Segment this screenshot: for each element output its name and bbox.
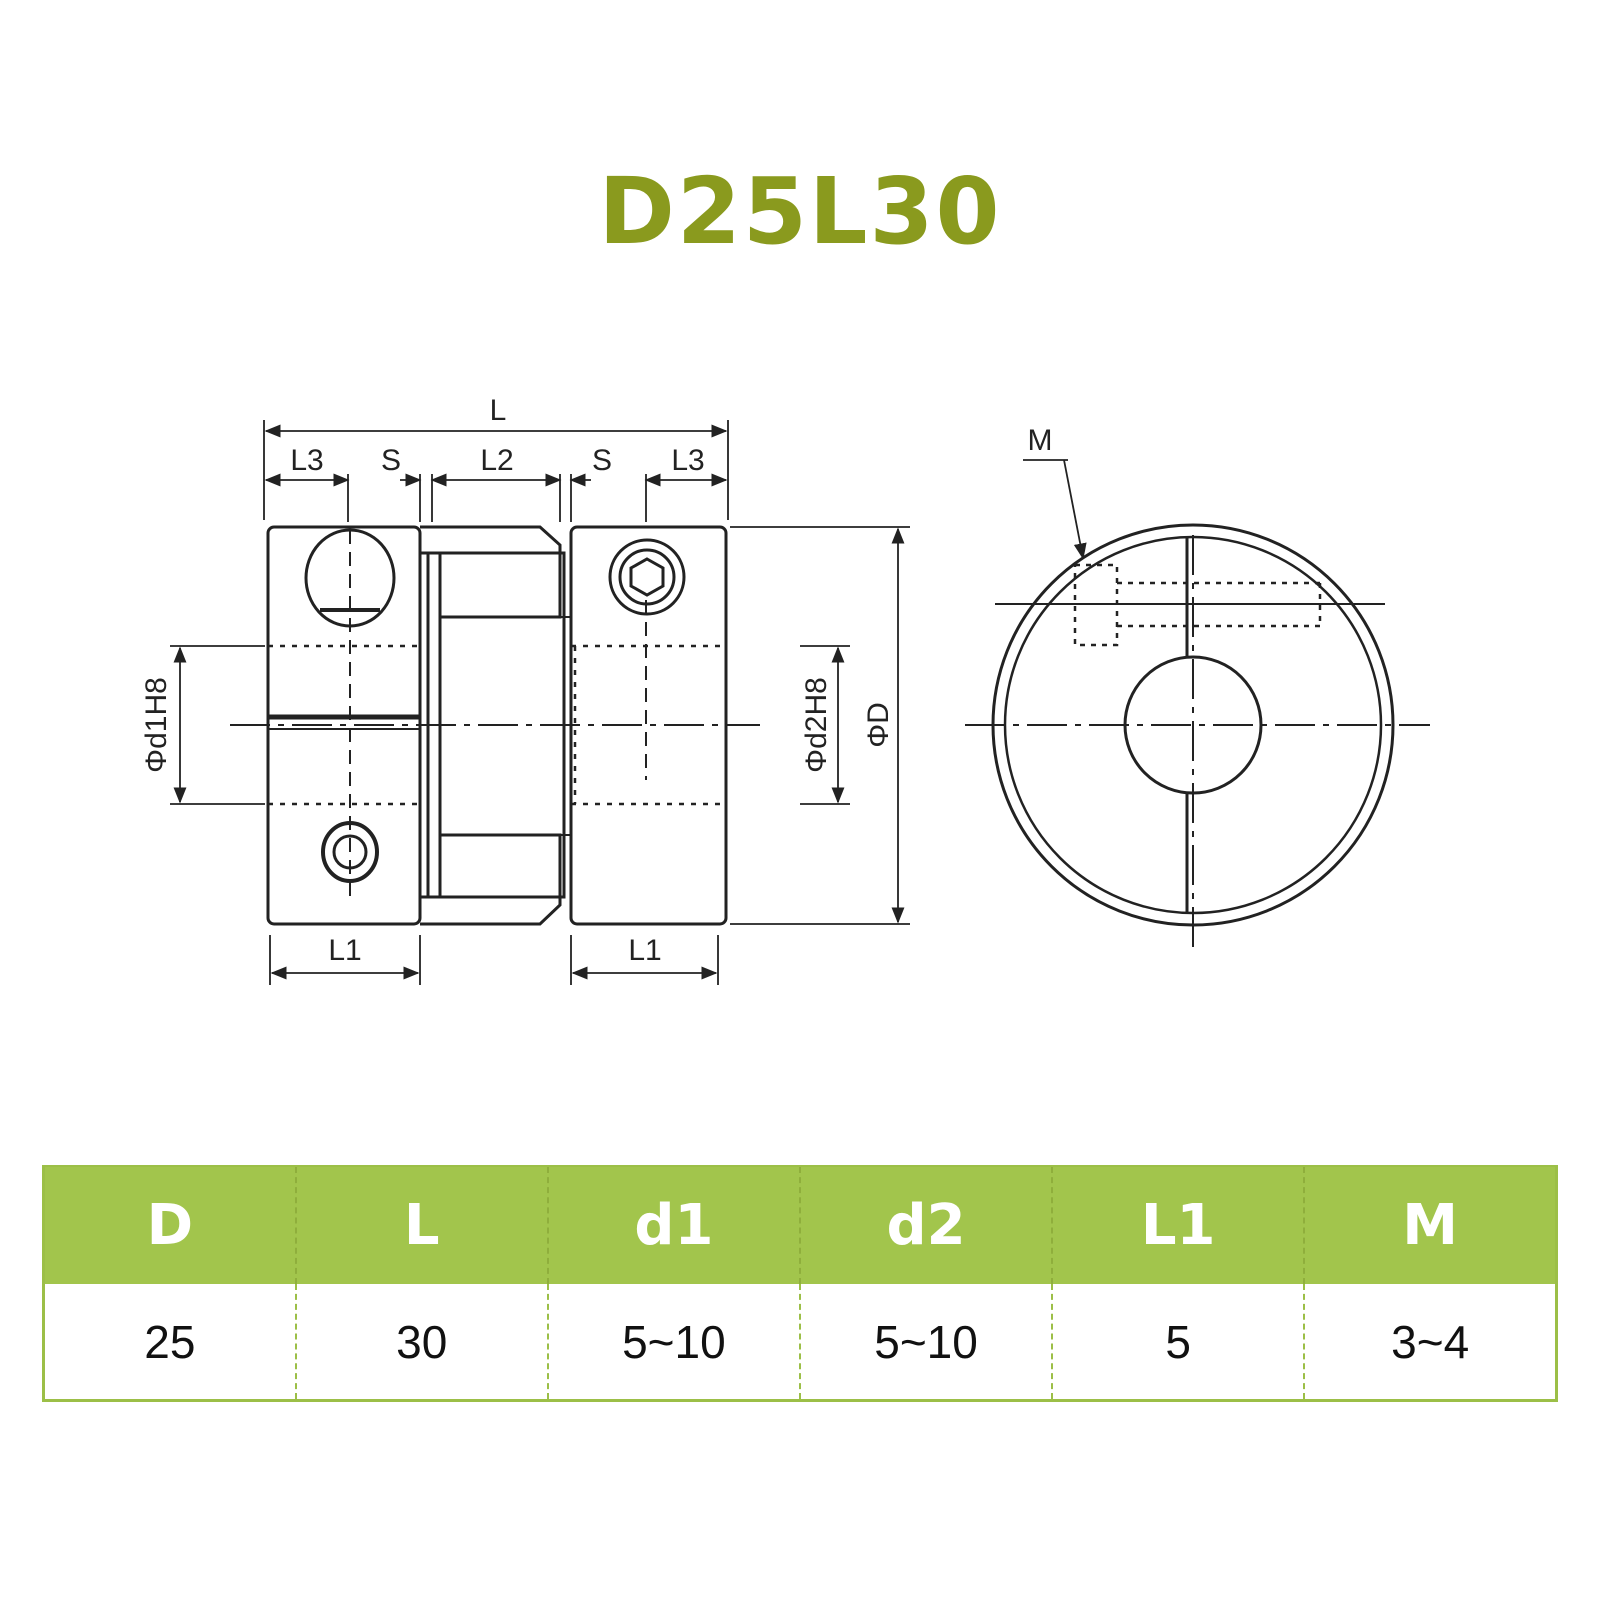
dim-label-L: L [490,394,507,427]
table-header-row: D L d1 d2 L1 M [41,1165,1559,1284]
dim-label-L1-left: L1 [328,934,361,967]
side-dimensions [170,420,910,985]
table-cell: 30 [294,1284,549,1402]
table-header: M [1303,1165,1559,1284]
set-screw [608,538,686,616]
dim-label-L1-right: L1 [628,934,661,967]
dim-label-L3-left: L3 [290,444,323,477]
side-view [230,525,760,926]
table-header: L [294,1165,549,1284]
end-view [965,459,1430,955]
table-header: d2 [798,1165,1054,1284]
table-header: L1 [1051,1165,1306,1284]
spec-table: D L d1 d2 L1 M 25 30 5~10 5~10 5 3~4 [41,1165,1559,1402]
dim-label-d1: Φd1H8 [140,677,173,773]
clamp-screw-hole [321,821,379,883]
table-cell: 5~10 [546,1284,801,1402]
dim-label-L2: L2 [480,444,513,477]
table-cell: 3~4 [1303,1284,1559,1402]
dim-label-M: M [1028,424,1053,457]
dim-label-S-left: S [381,444,401,477]
page-title: D25L30 [598,158,1002,265]
hex-socket [629,557,665,597]
clamp-screw-head [304,528,396,628]
dim-label-d2: Φd2H8 [800,677,833,773]
m-leader [1063,459,1087,560]
table-cell: 5 [1051,1284,1306,1402]
table-row: 25 30 5~10 5~10 5 3~4 [41,1284,1559,1402]
table-cell: 5~10 [798,1284,1054,1402]
screw-hidden-head [1073,563,1119,647]
left-jaw [420,525,562,619]
table-header: d1 [546,1165,801,1284]
left-jaw-bottom [420,833,562,926]
dim-label-S-right: S [592,444,612,477]
dim-label-D: ΦD [862,702,895,748]
table-cell: 25 [41,1284,297,1402]
table-header: D [41,1165,297,1284]
dim-label-L3-right: L3 [671,444,704,477]
